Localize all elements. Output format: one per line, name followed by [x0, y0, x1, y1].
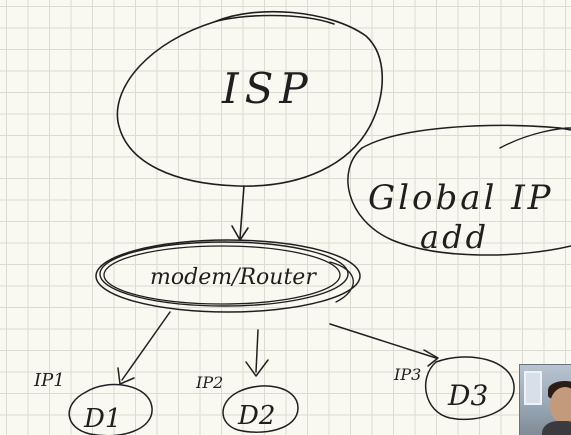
global-ip-ellipse-overlap	[499, 127, 571, 149]
edge-modem-d1-arrowhead	[117, 367, 135, 385]
isp-node: ISP	[116, 10, 384, 187]
edge-modem-d3-line	[329, 323, 437, 359]
d2-node: D2 IP2	[195, 373, 299, 433]
d1-ellipse	[68, 383, 153, 435]
modem-ellipse-outer	[95, 239, 361, 313]
edge-modem-to-d1	[117, 311, 171, 385]
d3-label: D3	[447, 379, 488, 412]
global-ip-node: Global IP add	[347, 124, 571, 256]
d1-node: D1 IP1	[33, 370, 153, 435]
modem-ellipse-scribble	[329, 261, 354, 303]
presenter-face	[550, 387, 571, 423]
d2-ip-label: IP2	[195, 373, 223, 392]
global-ip-label-line2: add	[420, 218, 489, 256]
d3-node: D3 IP3	[393, 356, 515, 421]
edge-modem-d2-arrowhead	[245, 359, 269, 377]
d3-ip-label: IP3	[393, 365, 421, 384]
webcam-background-window	[524, 371, 542, 405]
modem-label: modem/Router	[150, 265, 317, 290]
d3-ellipse	[424, 356, 515, 421]
isp-ellipse	[116, 10, 384, 187]
global-ip-ellipse-bottom	[347, 147, 571, 256]
edge-modem-to-d3	[329, 323, 439, 367]
edge-isp-to-modem	[231, 185, 249, 241]
edge-modem-d3-arrowhead	[423, 349, 439, 367]
global-ip-label-line1: Global IP	[368, 178, 554, 218]
edge-modem-d1-line	[121, 311, 171, 381]
edge-isp-modem-line	[239, 185, 245, 239]
presenter-webcam-thumbnail	[519, 364, 571, 435]
modem-ellipse-mid	[99, 241, 349, 307]
modem-node: modem/Router	[95, 239, 361, 313]
d1-label: D1	[83, 404, 121, 434]
edge-modem-to-d2	[245, 329, 269, 377]
isp-label: ISP	[221, 64, 314, 113]
d2-ellipse	[222, 385, 299, 433]
presenter-body	[542, 421, 571, 435]
edge-modem-d2-line	[255, 329, 259, 373]
global-ip-ellipse-top	[361, 124, 571, 149]
d2-label: D2	[237, 401, 275, 431]
d1-ip-label: IP1	[33, 370, 65, 391]
modem-ellipse-inner	[103, 245, 341, 305]
